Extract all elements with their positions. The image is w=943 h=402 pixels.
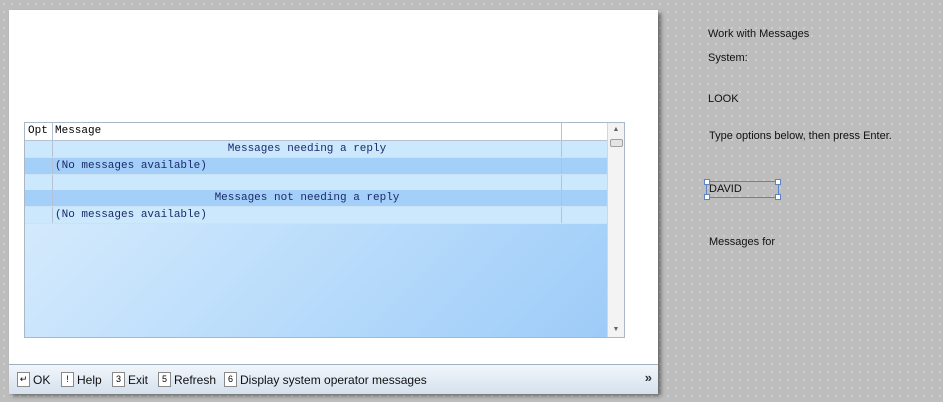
header-opt: Opt bbox=[28, 125, 48, 137]
triangle-up-icon[interactable]: ▲ bbox=[612, 126, 620, 133]
header-message: Message bbox=[55, 125, 102, 137]
row-text: (No messages available) bbox=[55, 160, 207, 172]
table-row[interactable]: (No messages available) bbox=[25, 158, 607, 175]
table-row-section-reply[interactable]: Messages needing a reply bbox=[25, 141, 607, 158]
f5-key-icon: 5 bbox=[158, 372, 171, 387]
resize-handle[interactable] bbox=[704, 194, 710, 200]
instructions-text: Type options below, then press Enter. bbox=[709, 130, 892, 142]
table-row-section-no-reply[interactable]: Messages not needing a reply bbox=[25, 190, 607, 207]
system-label: System: bbox=[708, 52, 748, 64]
triangle-down-icon[interactable]: ▼ bbox=[612, 326, 620, 333]
system-name: LOOK bbox=[708, 93, 739, 105]
row-text: Messages needing a reply bbox=[227, 143, 387, 155]
function-key-bar: ↵ OK ! Help 3 Exit 5 Refresh 6 Display s… bbox=[9, 364, 658, 394]
messages-grid: Opt Message Messages needing a reply (No… bbox=[24, 122, 625, 338]
terminal-panel: Opt Message Messages needing a reply (No… bbox=[9, 10, 658, 394]
resize-handle[interactable] bbox=[775, 179, 781, 185]
screen-title: Work with Messages bbox=[708, 28, 810, 40]
vertical-scrollbar[interactable]: ▲ ▼ bbox=[607, 123, 624, 337]
more-keys-icon[interactable]: » bbox=[644, 370, 652, 385]
enter-key-icon: ↵ bbox=[17, 372, 30, 387]
row-text: (No messages available) bbox=[55, 209, 207, 221]
messages-for-label: Messages for bbox=[709, 236, 776, 248]
table-row[interactable]: (No messages available) bbox=[25, 207, 607, 224]
scroll-thumb[interactable] bbox=[610, 139, 623, 147]
help-button[interactable]: ! Help bbox=[61, 372, 102, 387]
f3-key-icon: 3 bbox=[112, 372, 125, 387]
row-text: Messages not needing a reply bbox=[214, 192, 400, 204]
f6-key-icon: 6 bbox=[224, 372, 237, 387]
display-system-operator-messages-button[interactable]: 6 Display system operator messages bbox=[224, 372, 427, 387]
exit-button[interactable]: 3 Exit bbox=[112, 372, 148, 387]
refresh-button[interactable]: 5 Refresh bbox=[158, 372, 216, 387]
resize-handle[interactable] bbox=[704, 179, 710, 185]
grid-header: Opt Message bbox=[25, 123, 607, 141]
f1-key-icon: ! bbox=[61, 372, 74, 387]
ok-button[interactable]: ↵ OK bbox=[17, 372, 50, 387]
user-field[interactable]: DAVID bbox=[704, 179, 781, 200]
resize-handle[interactable] bbox=[775, 194, 781, 200]
